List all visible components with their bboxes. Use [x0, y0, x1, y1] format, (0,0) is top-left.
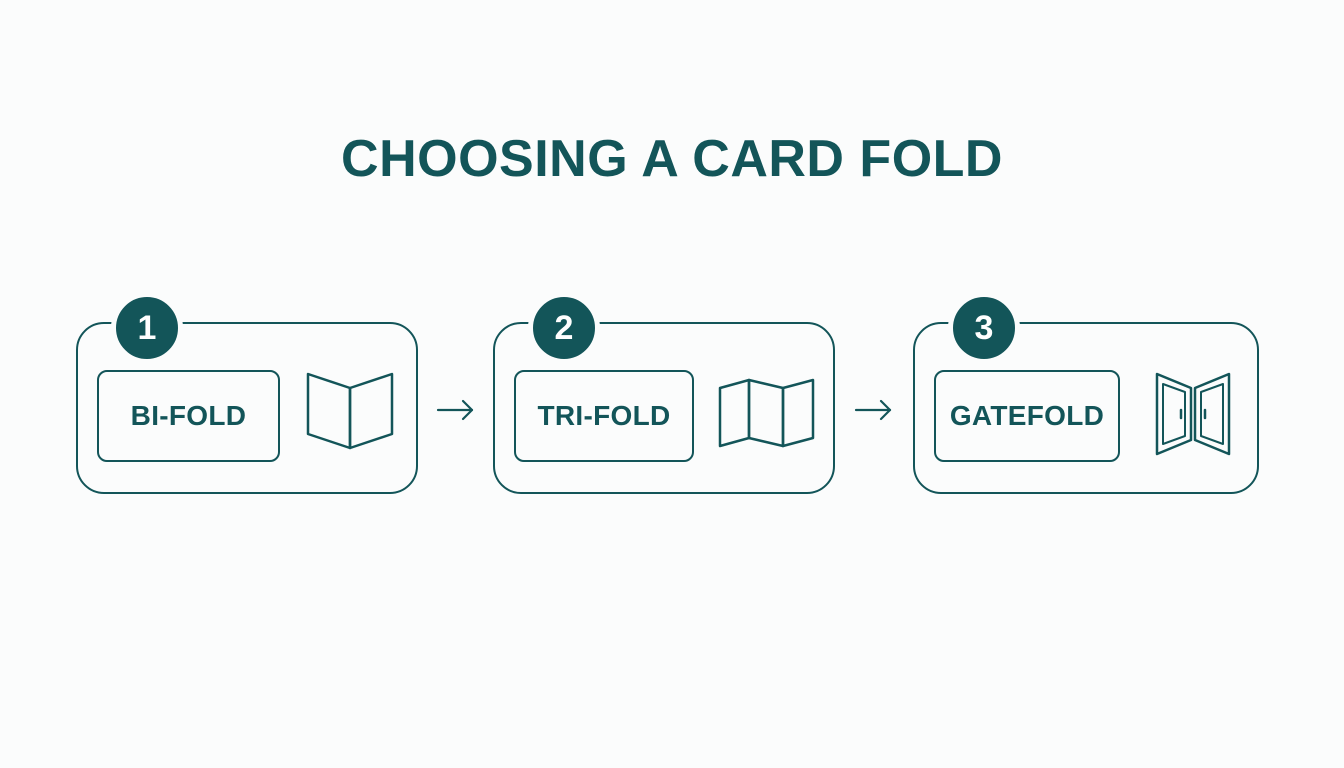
step-number-badge: 2: [528, 292, 600, 364]
fold-label: BI-FOLD: [130, 400, 247, 431]
fold-label: GATEFOLD: [949, 400, 1105, 431]
fold-label-box: GATEFOLD: [934, 370, 1120, 462]
step-card-gatefold: 3 GATEFOLD: [913, 292, 1259, 494]
arrow-right-icon: [854, 399, 892, 421]
fold-label-box: TRI-FOLD: [514, 370, 694, 462]
step-number-badge: 3: [948, 292, 1020, 364]
step-number-badge: 1: [111, 292, 183, 364]
bifold-card-icon: [306, 372, 394, 450]
step-card-trifold: 2 TRI-FOLD: [493, 292, 835, 494]
gatefold-doors-icon: [1155, 372, 1231, 456]
page-title: CHOOSING A CARD FOLD: [341, 130, 1003, 188]
fold-label: TRI-FOLD: [537, 400, 671, 431]
fold-label-box: BI-FOLD: [97, 370, 280, 462]
arrow-right-icon: [436, 399, 474, 421]
step-card-bifold: 1 BI-FOLD: [76, 292, 418, 494]
trifold-card-icon: [718, 378, 815, 448]
